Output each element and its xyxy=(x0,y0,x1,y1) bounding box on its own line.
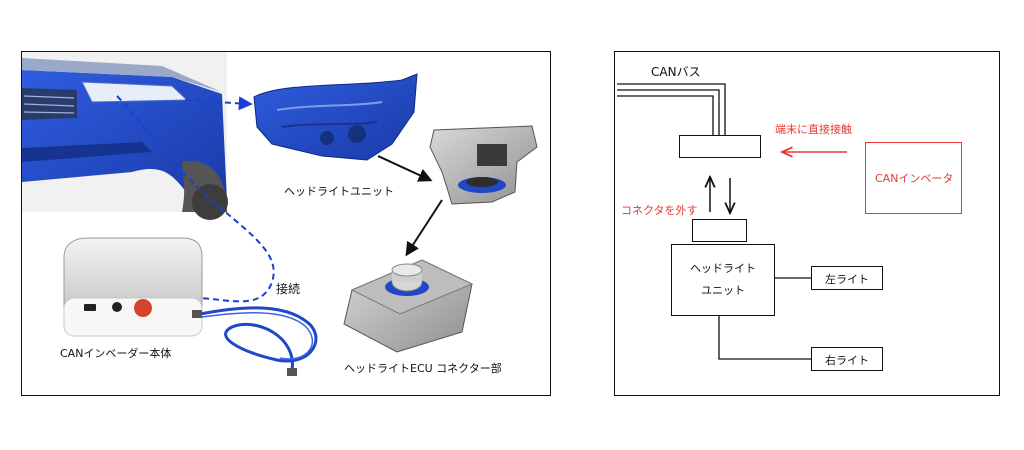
can-inverter-label: CANインベータ xyxy=(875,172,954,185)
left-light-label: 左ライト xyxy=(825,273,869,286)
label-can-inverter-body: CANインベーダー本体 xyxy=(60,347,172,360)
headlight-unit-label-line2: ユニット xyxy=(701,284,745,297)
dashed-arrow-to-headlight xyxy=(184,96,253,111)
label-can-bus: CANバス xyxy=(651,65,701,79)
can-inverter-box: CANインベータ xyxy=(865,142,962,214)
left-illustration-panel: ヘッドライトユニット 接続 CANインベーダー本体 ヘッドライトECU コネクタ… xyxy=(21,51,551,396)
arrow-ecu-to-connector xyxy=(405,199,443,257)
label-direct-contact: 端末に直接接触 xyxy=(775,123,852,136)
connector-box xyxy=(692,219,747,242)
block-diagram-canvas xyxy=(617,83,847,360)
label-headlight-unit: ヘッドライトユニット xyxy=(284,185,394,198)
label-ecu-connector: ヘッドライトECU コネクター部 xyxy=(344,362,502,375)
right-light-label: 右ライト xyxy=(825,354,869,367)
label-remove-connector: コネクタを外す xyxy=(621,204,698,217)
can-bus-lines xyxy=(617,83,726,136)
headlight-unit-label-line1: ヘッドライト xyxy=(690,262,756,275)
car-front-image xyxy=(22,52,228,220)
dashed-connection-line xyxy=(116,95,275,303)
arrow-headlight-to-ecu xyxy=(377,155,433,182)
left-light-box: 左ライト xyxy=(811,266,883,290)
headlight-unit-box: ヘッドライト ユニット xyxy=(671,244,775,316)
headlight-ecu-module-image xyxy=(429,125,538,205)
right-block-diagram-panel: CANバス 端末に直接接触 CANインベータ コネクタを外す ヘッドライト ユニ… xyxy=(614,51,1000,396)
cable-image xyxy=(192,306,318,376)
can-inverter-device-image xyxy=(63,237,203,337)
light-connection-lines xyxy=(718,277,811,360)
label-connect: 接続 xyxy=(276,282,301,296)
terminal-box xyxy=(679,135,761,158)
headlight-unit-image xyxy=(253,73,418,161)
ecu-connector-image xyxy=(343,259,474,353)
illustration-canvas xyxy=(22,52,538,376)
right-light-box: 右ライト xyxy=(811,347,883,371)
